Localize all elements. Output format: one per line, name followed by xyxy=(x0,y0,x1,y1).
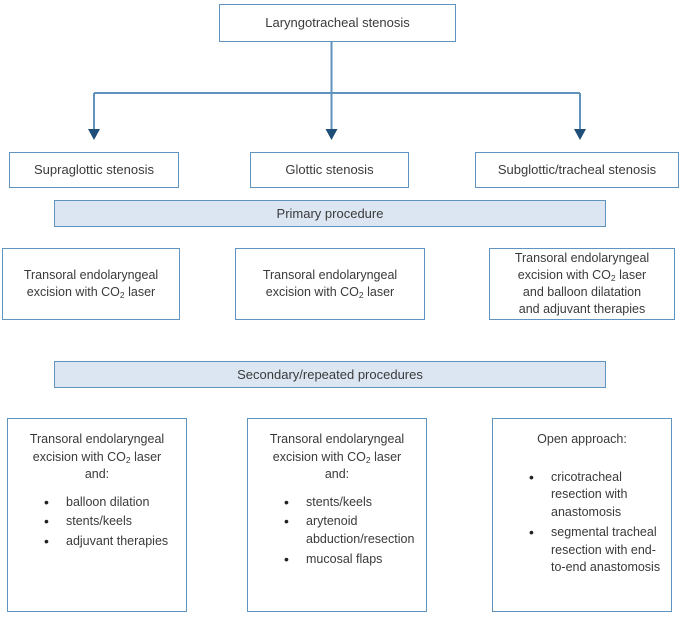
procedure-line-2-pre: excision with CO xyxy=(26,285,120,299)
node-primary-procedure-supraglottic: Transoral endolaryngeal excision with CO… xyxy=(2,248,180,320)
procedure-line-3: and balloon dilatation xyxy=(522,285,642,299)
secondary-procedure-heading: Transoral endolaryngeal excision with CO… xyxy=(258,431,416,484)
procedure-line-4: and adjuvant therapies xyxy=(518,302,646,317)
node-secondary-procedure-supraglottic: Transoral endolaryngeal excision with CO… xyxy=(7,418,187,612)
procedure-line-1: Transoral endolaryngeal xyxy=(514,250,650,265)
heading-line-2-post: laser xyxy=(370,449,402,464)
list-item: adjuvant therapies xyxy=(44,532,176,552)
list-item: segmental tracheal resection with end-to… xyxy=(529,523,661,577)
root-label: Laryngotracheal stenosis xyxy=(265,15,410,31)
banner-primary-procedure: Primary procedure xyxy=(54,200,606,227)
category-label: Subglottic/tracheal stenosis xyxy=(497,162,657,178)
primary-procedure-text: Transoral endolaryngeal excision with CO… xyxy=(3,267,179,302)
secondary-procedure-bullet-list: balloon dilation stents/keels adjuvant t… xyxy=(18,493,176,553)
secondary-procedure-heading: Open approach: xyxy=(503,431,661,449)
heading-line-1: Transoral endolaryngeal xyxy=(29,432,165,446)
subscript-two: 2 xyxy=(125,454,131,465)
procedure-line-2-post: laser xyxy=(615,267,647,282)
category-label: Glottic stenosis xyxy=(285,162,374,178)
heading-line-2-pre: excision with CO xyxy=(32,449,126,464)
list-item: mucosal flaps xyxy=(284,550,416,570)
primary-procedure-text: Transoral endolaryngeal excision with CO… xyxy=(490,250,674,319)
node-root-laryngotracheal-stenosis: Laryngotracheal stenosis xyxy=(219,4,456,42)
list-item: stents/keels xyxy=(44,512,176,532)
procedure-line-2-pre: excision with CO xyxy=(517,267,611,282)
arrowhead-left xyxy=(88,129,100,140)
node-category-subglottic-tracheal-stenosis: Subglottic/tracheal stenosis xyxy=(475,152,679,188)
primary-procedure-text: Transoral endolaryngeal excision with CO… xyxy=(236,267,424,302)
procedure-line-1: Transoral endolaryngeal xyxy=(262,267,398,282)
list-item: stents/keels xyxy=(284,493,416,513)
list-item: arytenoid abduction/resection xyxy=(284,512,416,549)
node-secondary-procedure-subglottic: Open approach: cricotracheal resection w… xyxy=(492,418,672,612)
heading-line-3: and: xyxy=(84,467,110,481)
arrowhead-right xyxy=(574,129,586,140)
list-item: cricotracheal resection with anastomosis xyxy=(529,467,661,522)
procedure-line-2-pre: excision with CO xyxy=(265,285,359,299)
secondary-procedure-bullet-list: stents/keels arytenoid abduction/resecti… xyxy=(258,493,416,571)
banner-secondary-procedures: Secondary/repeated procedures xyxy=(54,361,606,388)
heading-line-3: and: xyxy=(324,467,350,481)
node-primary-procedure-subglottic: Transoral endolaryngeal excision with CO… xyxy=(489,248,675,320)
subscript-two: 2 xyxy=(610,273,616,284)
list-item: balloon dilation xyxy=(44,493,176,513)
subscript-two: 2 xyxy=(358,290,364,301)
secondary-procedure-bullet-list: cricotracheal resection with anastomosis… xyxy=(503,467,661,580)
node-category-supraglottic-stenosis: Supraglottic stenosis xyxy=(9,152,179,188)
secondary-procedure-heading: Transoral endolaryngeal excision with CO… xyxy=(18,431,176,484)
banner-label: Secondary/repeated procedures xyxy=(237,367,423,382)
procedure-line-2-post: laser xyxy=(363,285,395,299)
banner-label: Primary procedure xyxy=(276,206,384,221)
heading-line-2-post: laser xyxy=(130,449,162,464)
procedure-line-1: Transoral endolaryngeal xyxy=(23,267,159,282)
procedure-line-2-post: laser xyxy=(124,285,156,299)
node-primary-procedure-glottic: Transoral endolaryngeal excision with CO… xyxy=(235,248,425,320)
subscript-two: 2 xyxy=(365,454,371,465)
heading-line-1: Transoral endolaryngeal xyxy=(269,432,405,446)
subscript-two: 2 xyxy=(119,290,125,301)
heading-line-2-pre: excision with CO xyxy=(272,449,366,464)
arrowhead-middle xyxy=(325,129,338,140)
heading-line-1: Open approach: xyxy=(537,432,627,446)
node-secondary-procedure-glottic: Transoral endolaryngeal excision with CO… xyxy=(247,418,427,612)
node-category-glottic-stenosis: Glottic stenosis xyxy=(250,152,409,188)
category-label: Supraglottic stenosis xyxy=(34,162,154,178)
